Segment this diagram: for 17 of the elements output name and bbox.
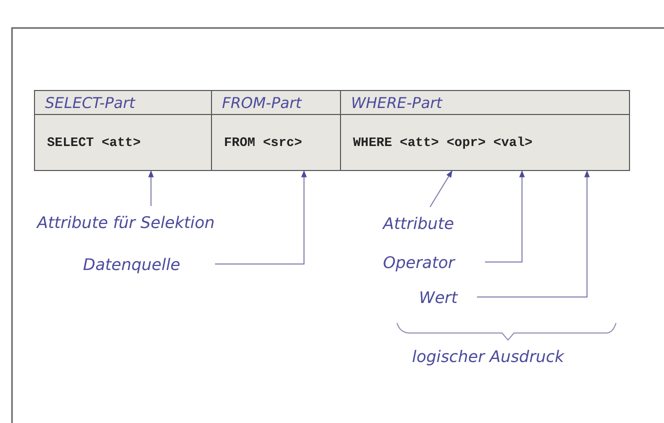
annotation-text: Datenquelle [83,252,207,276]
annotation-text: Wert [419,285,469,309]
annotation-text: Attribute für Selektion [37,210,269,234]
column-header: SELECT-Part [34,90,212,115]
leader-line [484,170,525,262]
leader-line [148,170,154,206]
code-cell: FROM <src> [211,114,341,171]
annotation-text: Attribute [383,211,477,235]
code-cell: WHERE <att> <opr> <val> [340,114,630,171]
code-cell: SELECT <att> [34,114,212,171]
column-header: WHERE-Part [340,90,630,115]
column-header: FROM-Part [211,90,341,115]
bracket-label: logischer Ausdruck [412,347,564,366]
leader-line [214,170,307,264]
annotation-text: Operator [383,250,477,274]
leader-line [476,170,590,298]
leader-line [430,170,452,208]
